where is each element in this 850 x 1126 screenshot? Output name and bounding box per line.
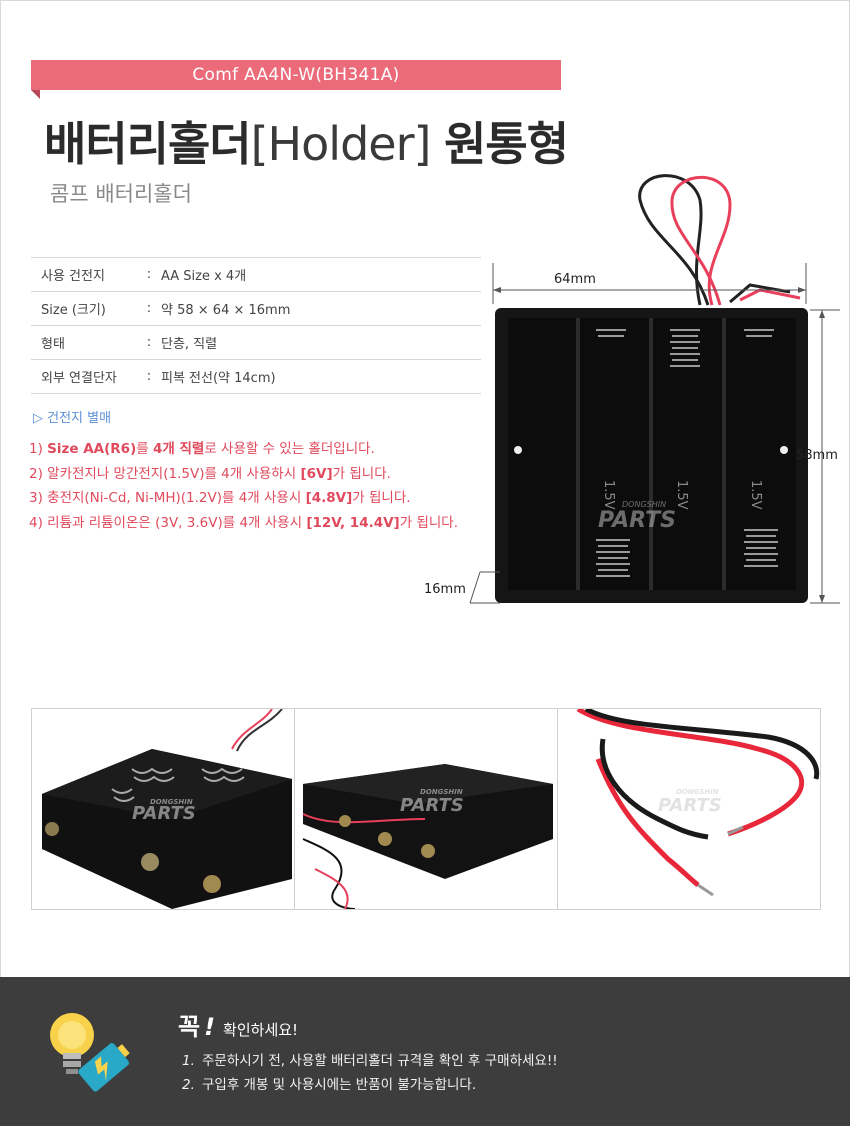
black-wire: [638, 174, 710, 306]
product-thumbnails: DONGSHIN PARTS DONGSHIN PARTS: [31, 708, 821, 910]
notice-item: 1. 주문하시기 전, 사용할 배터리홀더 규격을 확인 후 구매하세요!!: [182, 1049, 558, 1073]
note-text: 가 됩니다.: [399, 514, 458, 531]
spec-colon: :: [146, 335, 152, 350]
product-subtitle: 콤프 배터리홀더: [50, 182, 192, 206]
thumbnail-wires: DONGSHIN PARTS: [558, 709, 820, 909]
note-text: 로 사용할 수 있는 홀더입니다.: [204, 441, 375, 457]
spec-table: 사용 건전지: AA Size x 4개 Size (크기): 약 58 × 64 …: [31, 257, 481, 394]
notice-heading: 꼭! 확인하세요!: [178, 1007, 298, 1042]
title-light: [Holder]: [250, 117, 432, 171]
model-name: Comf AA4N-W(BH341A): [192, 65, 400, 85]
note-text: 2) 알카전지나 망간전지(1.5V)를 4개 사용하시: [29, 465, 301, 482]
spec-colon: :: [146, 369, 152, 384]
notice-text: 주문하시기 전, 사용할 배터리홀더 규격을 확인 후 구매하세요!!: [202, 1053, 558, 1069]
watermark-main: PARTS: [400, 795, 464, 816]
spec-value: 단층, 직렬: [161, 337, 218, 352]
note-text: 가 됩니다.: [352, 490, 411, 506]
notice-number: 2.: [182, 1077, 195, 1093]
cell-label: 1.5V: [601, 480, 616, 510]
spec-key: 형태: [41, 337, 65, 352]
title-bold-2: 원통형: [444, 117, 569, 171]
battery-sold-separately: ▷ 건전지 별매: [33, 411, 112, 426]
notice-item: 2. 구입후 개봉 및 사용시에는 반품이 불가능합니다.: [182, 1073, 558, 1097]
ribbon-fold: [31, 90, 40, 99]
product-dimension-diagram: 1.5V 1.5V 1.5V DONGSHIN PARTS 64mm 58mm …: [424, 174, 840, 604]
cell-label: 1.5V: [674, 480, 689, 510]
watermark-logo: DONGSHIN PARTS: [598, 500, 676, 533]
watermark-logo: DONGSHIN PARTS: [132, 798, 196, 824]
height-label: 58mm: [796, 448, 838, 463]
notice-subtitle: 확인하세요!: [223, 1021, 299, 1039]
watermark-top: DONGSHIN: [420, 788, 463, 796]
watermark-main: PARTS: [598, 508, 676, 533]
watermark-main: PARTS: [658, 795, 722, 816]
note-text: 가 됩니다.: [332, 465, 391, 482]
note-3: 3) 충전지(Ni-Cd, Ni-MH)(1.2V)를 4개 사용시 [4.8V…: [29, 486, 458, 511]
thumbnail-holder-angle: DONGSHIN PARTS: [32, 709, 295, 909]
notice-text: 구입후 개봉 및 사용시에는 반품이 불가능합니다.: [202, 1077, 477, 1093]
note-emphasis: 4개 직렬: [152, 441, 205, 457]
notice-exclaim: !: [204, 1013, 216, 1041]
watermark-top: DONGSHIN: [622, 500, 666, 509]
note-emphasis: [6V]: [300, 465, 333, 482]
bulb-battery-icon: [50, 1013, 130, 1092]
spec-value: 약 58 × 64 × 16mm: [161, 303, 291, 318]
note-2: 2) 알카전지나 망간전지(1.5V)를 4개 사용하시 [6V]가 됩니다.: [29, 462, 458, 487]
note-text: 4) 리튬과 리튬이온은 (3V, 3.6V)를 4개 사용시: [29, 514, 307, 531]
note-emphasis: [12V, 14.4V]: [306, 514, 400, 531]
spec-value: AA Size x 4개: [161, 269, 247, 284]
watermark-main: PARTS: [132, 803, 196, 824]
spec-row: 외부 연결단자: 피복 전선(약 14cm): [31, 359, 481, 394]
note-text: 를: [136, 441, 153, 457]
spec-colon: :: [146, 267, 152, 282]
usage-notes: 1) Size AA(R6)를 4개 직렬로 사용할 수 있는 홀더입니다. 2…: [29, 437, 458, 535]
watermark-top: DONGSHIN: [150, 798, 193, 806]
notice-list: 1. 주문하시기 전, 사용할 배터리홀더 규격을 확인 후 구매하세요!! 2.…: [182, 1049, 558, 1097]
spec-value: 피복 전선(약 14cm): [161, 371, 276, 386]
cell-label: 1.5V: [748, 480, 763, 510]
spec-row: 사용 건전지: AA Size x 4개: [31, 257, 481, 292]
spec-row: 형태: 단층, 직렬: [31, 325, 481, 360]
depth-dimension-line: [469, 571, 481, 604]
product-title: 배터리홀더[Holder] 원통형: [44, 108, 569, 174]
red-wire: [670, 175, 732, 306]
watermark-top: DONGSHIN: [676, 788, 719, 796]
spec-key: Size (크기): [41, 303, 106, 318]
note-4: 4) 리튬과 리튬이온은 (3V, 3.6V)를 4개 사용시 [12V, 14…: [29, 511, 458, 536]
title-bold: 배터리홀더: [44, 117, 252, 171]
notice-number: 1.: [182, 1053, 195, 1069]
model-ribbon: Comf AA4N-W(BH341A): [31, 60, 561, 90]
notice-footer: 꼭! 확인하세요! 1. 주문하시기 전, 사용할 배터리홀더 규격을 확인 후 구…: [0, 977, 850, 1126]
note-text: 1): [29, 441, 48, 457]
watermark-logo: DONGSHIN PARTS: [400, 788, 464, 816]
spec-row: Size (크기): 약 58 × 64 × 16mm: [31, 291, 481, 326]
spec-key: 사용 건전지: [41, 269, 105, 284]
thumbnail-holder-back: DONGSHIN PARTS: [295, 709, 558, 909]
note-emphasis: Size AA(R6): [47, 441, 137, 457]
spec-colon: :: [146, 301, 152, 316]
note-1: 1) Size AA(R6)를 4개 직렬로 사용할 수 있는 홀더입니다.: [29, 437, 458, 462]
spec-key: 외부 연결단자: [41, 371, 117, 386]
width-label: 64mm: [554, 272, 596, 287]
note-text: 3) 충전지(Ni-Cd, Ni-MH)(1.2V)를 4개 사용시: [29, 490, 306, 506]
note-emphasis: [4.8V]: [305, 490, 353, 506]
watermark-logo: DONGSHIN PARTS: [658, 788, 722, 816]
depth-label: 16mm: [424, 582, 466, 597]
notice-title: 꼭: [178, 1013, 201, 1041]
